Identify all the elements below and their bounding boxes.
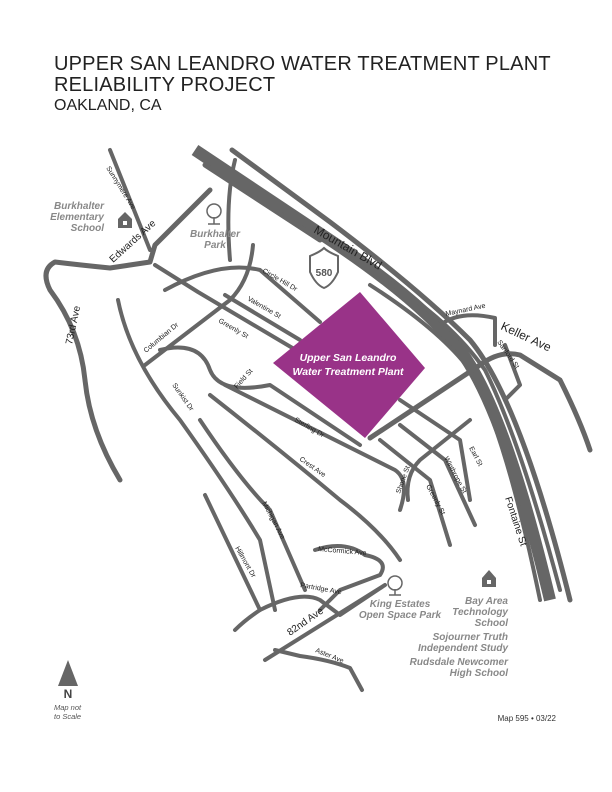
svg-text:Park: Park: [204, 240, 226, 251]
school-house-icon: [118, 212, 132, 228]
interstate-580-shield: 580: [309, 246, 339, 290]
roads: [43, 147, 593, 692]
treatment-plant-area[interactable]: [273, 292, 425, 438]
title-line-1: UPPER SAN LEANDRO WATER TREATMENT PLANT: [54, 53, 551, 75]
map-title: UPPER SAN LEANDRO WATER TREATMENT PLANT …: [54, 54, 551, 96]
road-sunnymere: [108, 148, 152, 252]
north-arrow-icon: N: [58, 660, 78, 701]
svg-text:Burkhalter: Burkhalter: [54, 201, 105, 212]
road-upper: [226, 158, 237, 262]
title-line-2: RELIABILITY PROJECT: [54, 74, 276, 96]
svg-text:Open Space Park: Open Space Park: [359, 610, 442, 621]
poi-rudsdale: Rudsdale Newcomer High School: [410, 657, 509, 679]
road-aster: [273, 648, 364, 692]
poi-burkhalter-park: Burkhalter Park: [190, 203, 241, 251]
road-edwards-73rd: [43, 187, 213, 483]
road-keller: [367, 351, 593, 453]
label-partridge-ave: Partridge Ave: [300, 582, 343, 596]
svg-text:Bay Area: Bay Area: [465, 596, 508, 607]
road-mountain-blvd: [229, 147, 573, 603]
poi-king-estates: King Estates Open Space Park: [359, 575, 442, 621]
svg-text:Sojourner Truth: Sojourner Truth: [433, 632, 508, 643]
road-circle-hill: [163, 265, 322, 324]
svg-text:High School: High School: [450, 668, 509, 679]
road-earl: [398, 398, 472, 502]
poi-burkhalter-school: Burkhalter Elementary School: [50, 201, 132, 234]
road-mccormick-partridge: [313, 544, 385, 612]
map-id: Map 595 • 03/22: [498, 714, 557, 723]
plant-label-1: Upper San Leandro: [300, 352, 397, 364]
svg-text:Burkhalter: Burkhalter: [190, 229, 241, 240]
road-michigan: [198, 418, 307, 592]
road-hillmont: [203, 493, 262, 632]
road-field: [158, 345, 362, 447]
road-sunkist: [116, 298, 277, 612]
tree-icon: [206, 203, 222, 225]
plant-label-2: Water Treatment Plant: [292, 366, 404, 378]
road-valentine: [223, 293, 302, 342]
street-labels: Mountain Blvd Edwards Ave Sunnymere Ave …: [64, 165, 554, 665]
scale-note-1: Map not: [54, 703, 82, 712]
road-sterling: [223, 383, 406, 512]
poi-sojourner: Sojourner Truth Independent Study: [418, 632, 508, 654]
road-sanford: [503, 343, 522, 402]
road-winthrope: [398, 423, 477, 527]
road-shone: [405, 418, 472, 502]
tree-icon: [387, 575, 403, 596]
road-greenly-2: [378, 438, 452, 547]
road-82nd: [258, 583, 387, 662]
svg-text:King Estates: King Estates: [370, 599, 431, 610]
school-house-icon: [482, 570, 496, 587]
road-columbian: [143, 243, 255, 367]
map-location: OAKLAND, CA: [54, 97, 162, 114]
poi-bay-area-tech: Bay Area Technology School: [452, 570, 508, 629]
road-greenly: [153, 263, 335, 374]
svg-text:N: N: [64, 687, 73, 701]
label-michigan-ave: Michigan Ave: [260, 501, 286, 541]
shield-number: 580: [316, 268, 333, 279]
label-greenly-st-2: Greenly St: [424, 484, 446, 517]
label-73rd-ave: 73rd Ave: [64, 304, 83, 345]
svg-text:Elementary: Elementary: [50, 212, 104, 223]
road-crest: [208, 393, 402, 562]
svg-text:School: School: [475, 618, 509, 629]
svg-text:School: School: [71, 223, 105, 234]
highway-580: [191, 145, 562, 602]
label-mccormick-ave: McCormick Ave: [318, 546, 367, 557]
svg-text:Rudsdale Newcomer: Rudsdale Newcomer: [410, 657, 509, 668]
scale-note-2: to Scale: [54, 712, 81, 721]
label-sunkist-dr: Sunkist Dr: [170, 382, 195, 413]
label-earl-st: Earl St: [467, 446, 483, 468]
road-maynard: [438, 313, 497, 347]
svg-text:Technology: Technology: [452, 607, 508, 618]
svg-text:Independent Study: Independent Study: [418, 643, 508, 654]
